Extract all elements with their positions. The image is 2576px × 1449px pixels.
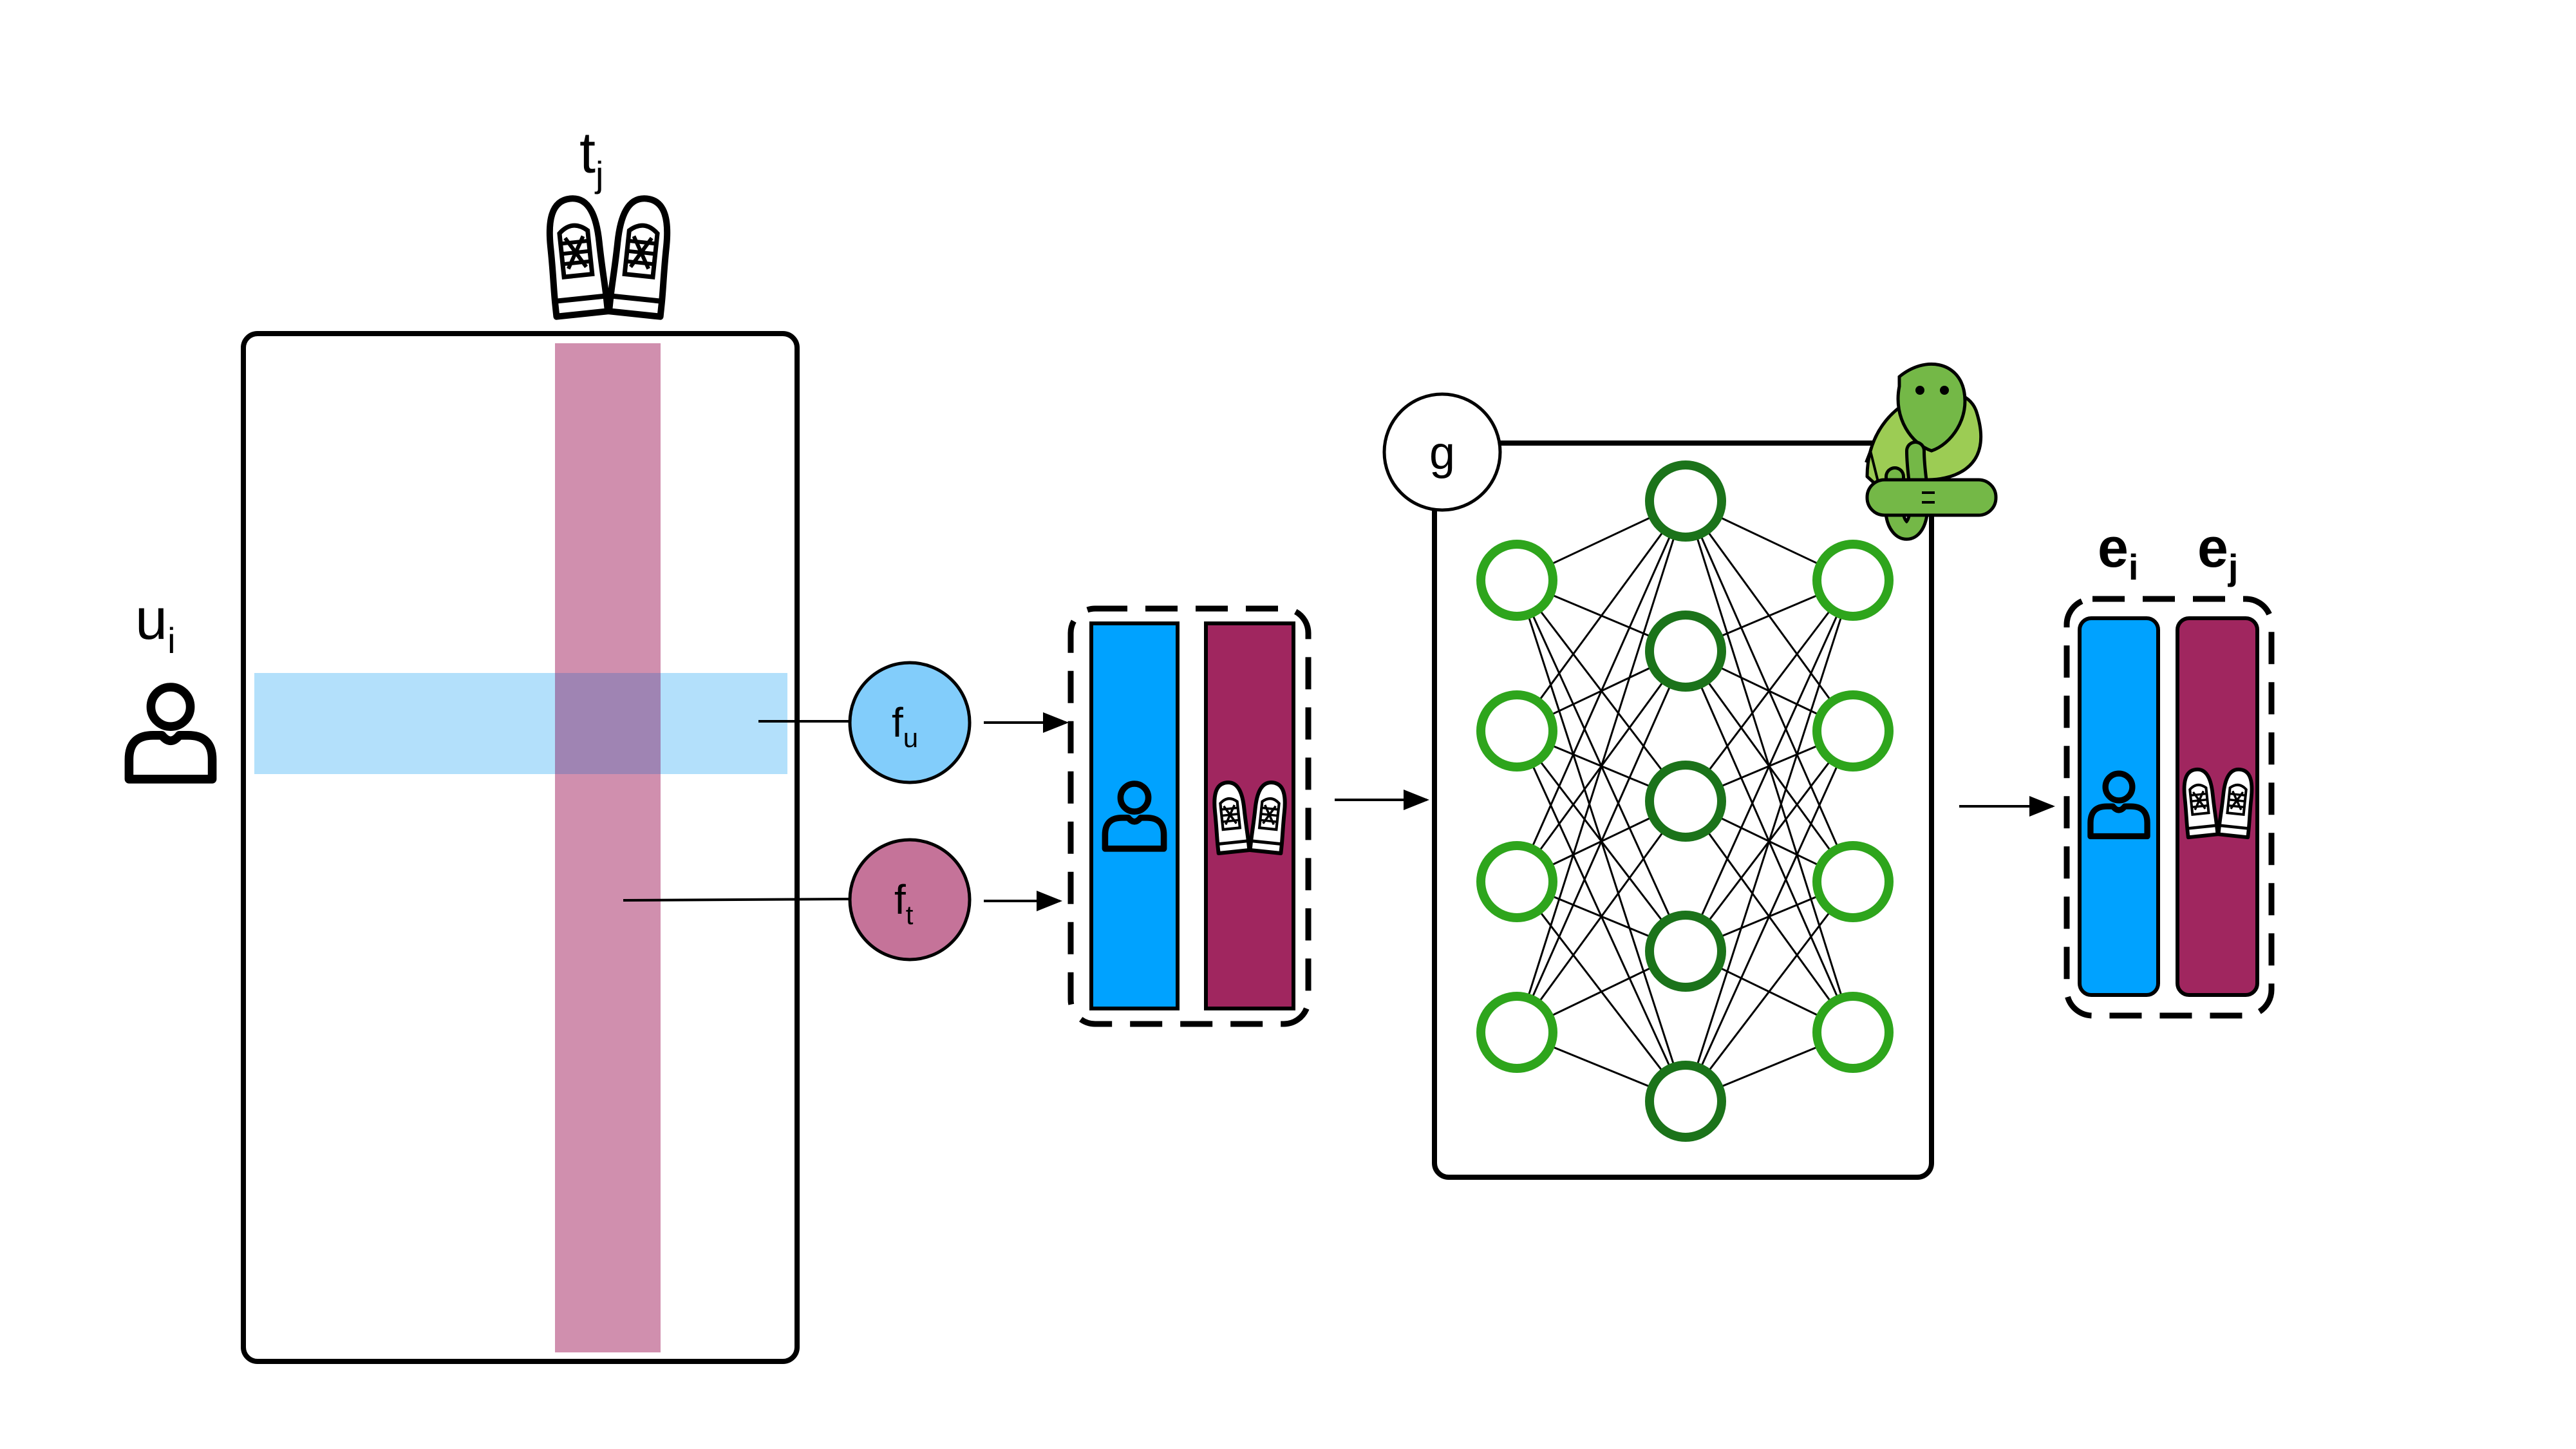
ei-label: ei: [2098, 517, 2138, 587]
network-edge: [1684, 580, 1854, 1102]
hidden-neuron: [1645, 460, 1726, 542]
network-edge: [1684, 881, 1854, 1102]
g-node: g: [1382, 392, 1502, 512]
hidden-neuron: [1645, 761, 1726, 842]
fu-node: fu: [848, 661, 972, 784]
input-embedding-group: [1067, 605, 1312, 1027]
hidden-neuron: [1645, 911, 1726, 992]
item-column-highlight: [555, 343, 661, 1352]
input-neuron: [1476, 540, 1557, 621]
item-col-to-ft-line: [623, 898, 849, 902]
output-neuron: [1812, 690, 1894, 772]
sneakers-icon: [545, 196, 673, 316]
user-icon: [129, 687, 212, 779]
item-embedding-ej: [2176, 616, 2259, 997]
snake-icon: [1865, 362, 1998, 541]
item-label: tj: [579, 121, 603, 194]
network-edge: [1516, 500, 1687, 1033]
output-neuron: [1812, 841, 1894, 922]
input-neuron: [1476, 841, 1557, 922]
output-neuron: [1812, 540, 1894, 621]
network-edge: [1684, 730, 1854, 1102]
user-label: ui: [135, 587, 176, 661]
ft-label: ft: [894, 876, 914, 930]
ft-node: ft: [848, 838, 972, 961]
network-edge: [1516, 500, 1687, 732]
network-edge: [1516, 500, 1687, 882]
user-feature-vector: [1089, 621, 1180, 1010]
input-neuron: [1476, 992, 1557, 1073]
network-neurons: [1476, 460, 1894, 1142]
user-row-highlight: [254, 673, 787, 774]
network-edge: [1516, 800, 1687, 1033]
output-neuron: [1812, 992, 1894, 1073]
hidden-neuron: [1645, 1061, 1726, 1142]
hidden-neuron: [1645, 611, 1726, 692]
network-edge: [1684, 580, 1854, 952]
ej-label: ej: [2197, 517, 2238, 587]
fu-label: fu: [892, 699, 918, 753]
overlap-highlight: [555, 673, 661, 774]
network-edge: [1516, 650, 1687, 1033]
interaction-matrix: [241, 331, 800, 1364]
g-label: g: [1429, 428, 1455, 479]
network-edge: [1684, 580, 1854, 802]
input-neuron: [1476, 690, 1557, 772]
output-embedding-group: [2064, 596, 2275, 1019]
user-embedding-ei: [2078, 616, 2160, 997]
